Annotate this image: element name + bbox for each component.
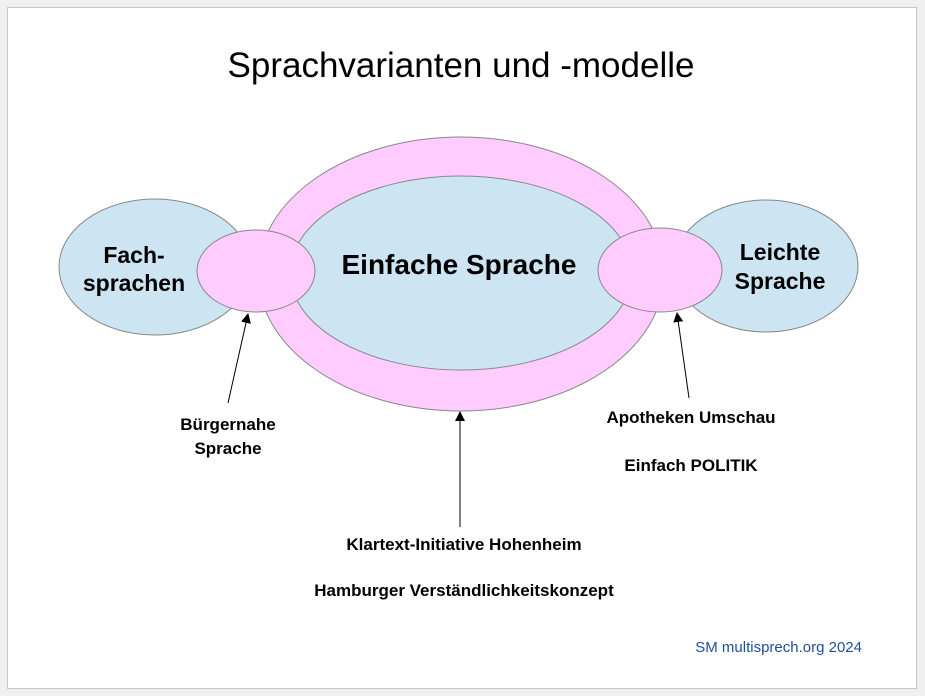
apotheken-label: Apotheken Umschau bbox=[606, 408, 775, 427]
buergernahe-line2: Sprache bbox=[194, 439, 261, 458]
fachsprachen-line2: sprachen bbox=[83, 270, 185, 296]
klartext-label: Klartext-Initiative Hohenheim bbox=[346, 535, 581, 554]
page-title: Sprachvarianten und -modelle bbox=[228, 46, 695, 85]
right-overlap-ellipse bbox=[597, 227, 723, 313]
left-overlap-ellipse bbox=[196, 229, 316, 313]
buergernahe-line1: Bürgernahe bbox=[180, 415, 275, 434]
hamburger-label: Hamburger Verständlichkeitskonzept bbox=[314, 581, 614, 600]
leichte-sprache-line2: Sprache bbox=[735, 268, 826, 294]
arrow-apotheken bbox=[673, 312, 690, 399]
einfach-politik-label: Einfach POLITIK bbox=[624, 456, 758, 475]
footer-credit: SM multisprech.org 2024 bbox=[695, 639, 862, 656]
arrow-buergernahe bbox=[227, 313, 251, 404]
fachsprachen-line1: Fach- bbox=[103, 242, 164, 268]
leichte-sprache-line1: Leichte bbox=[740, 239, 821, 265]
einfache-sprache-label: Einfache Sprache bbox=[342, 249, 577, 280]
